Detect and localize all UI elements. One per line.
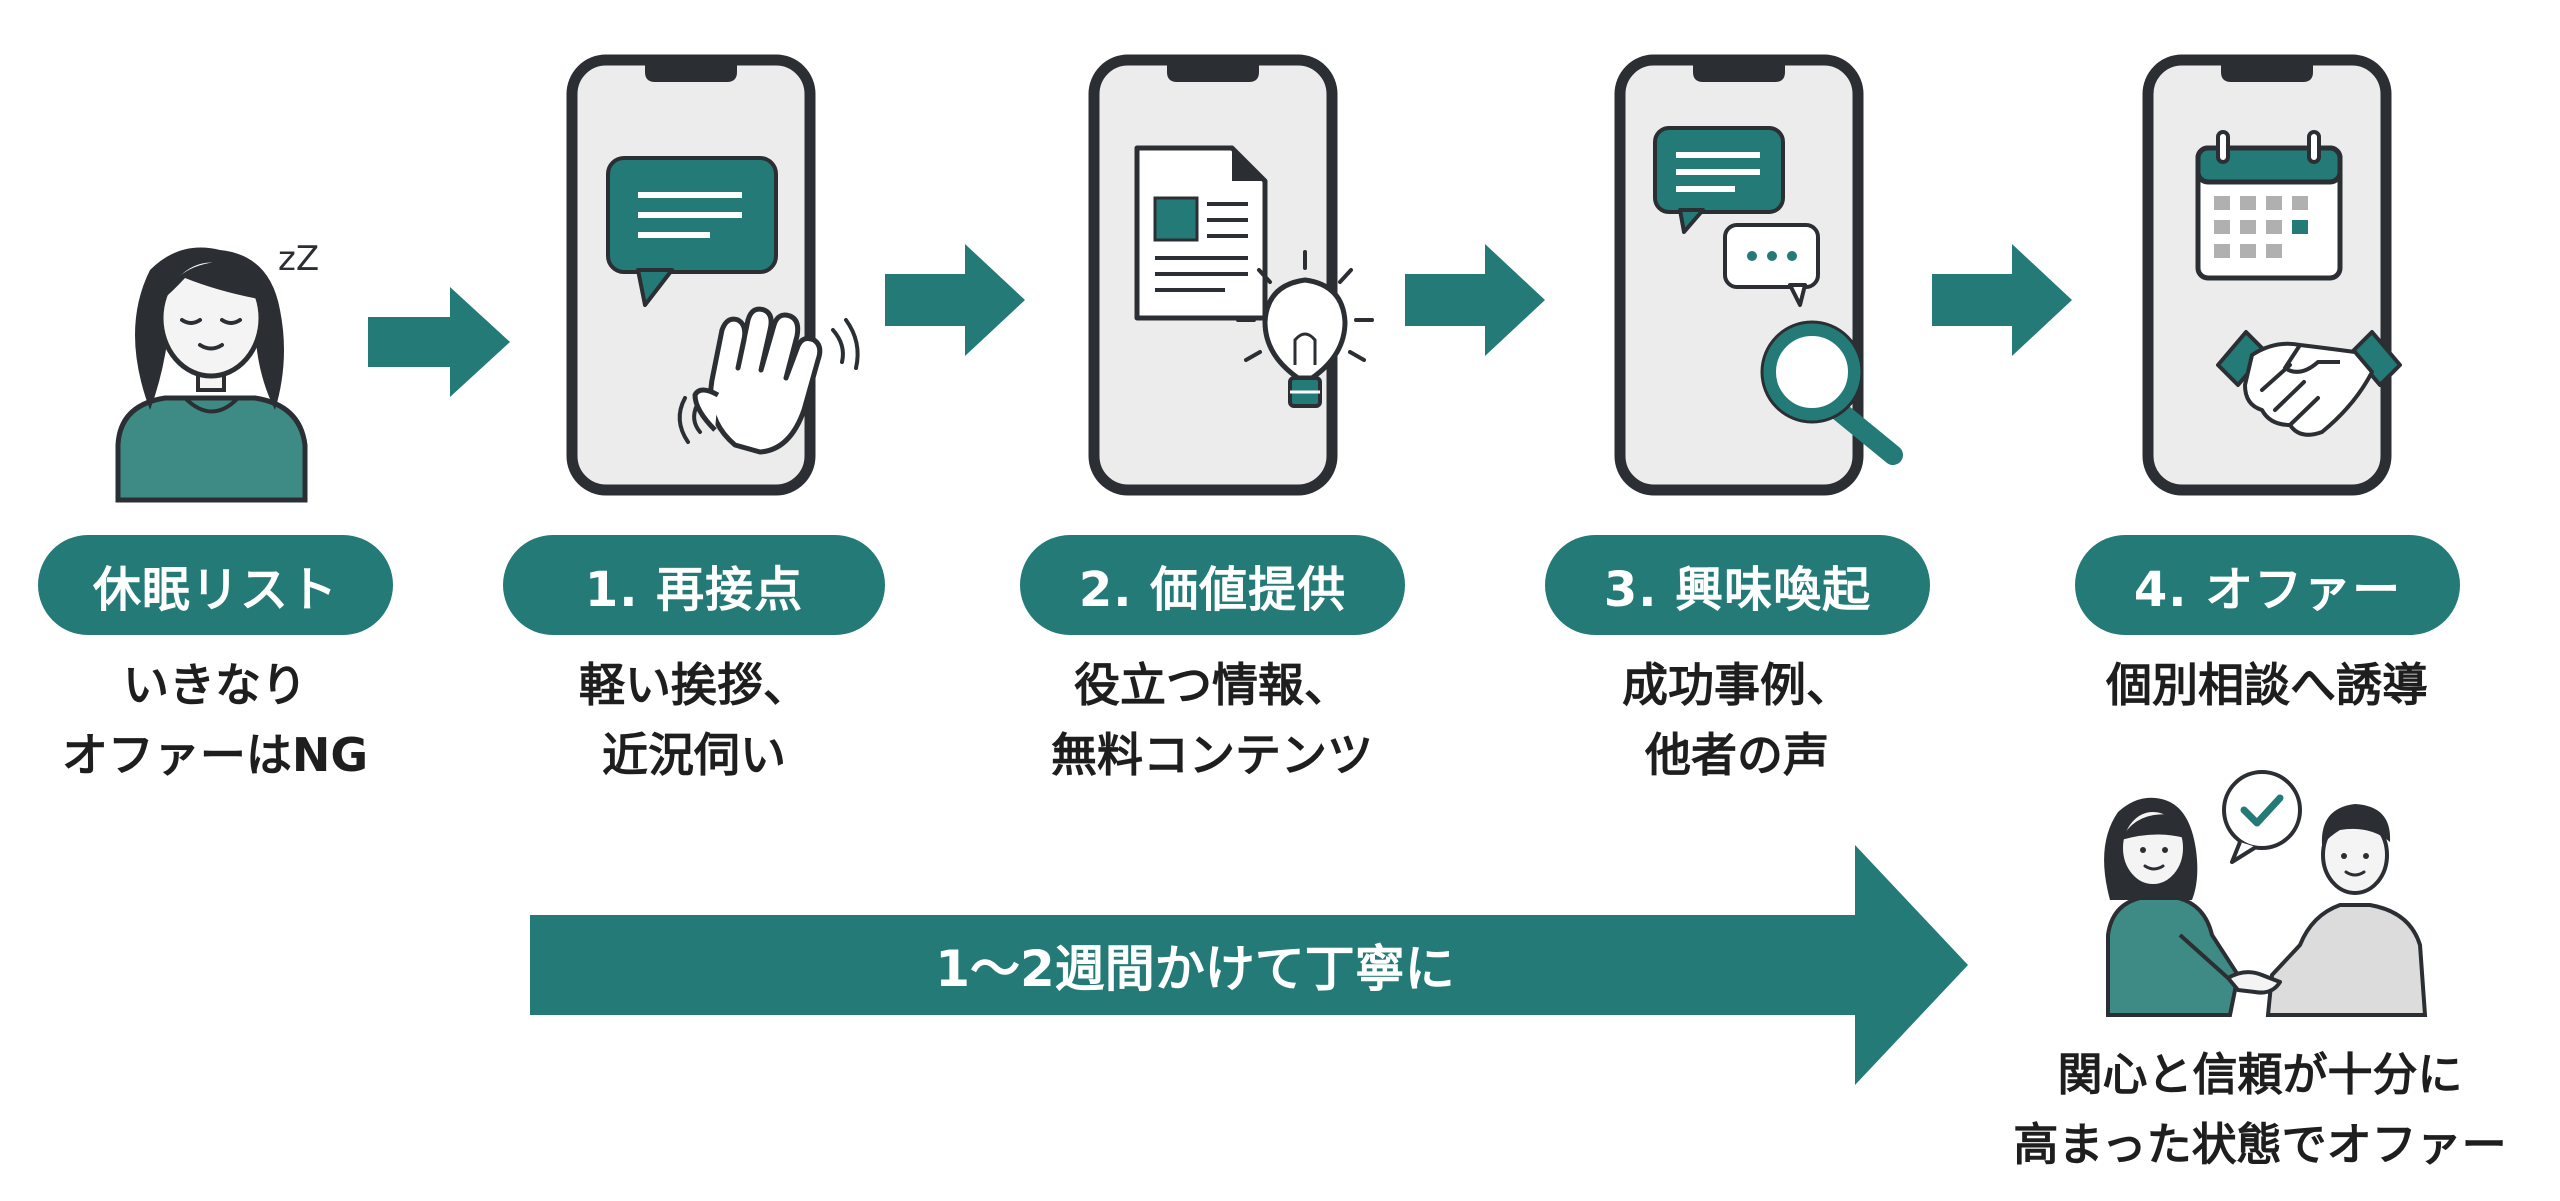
phone-icon-1	[566, 54, 860, 496]
sleep-z-small: zZ	[278, 239, 319, 279]
phone-icon-2	[1088, 54, 1374, 496]
check-bubble-icon	[2222, 770, 2302, 864]
people-handshake-icon	[2104, 770, 2428, 1017]
waving-hand-icon	[677, 306, 860, 455]
step-label-interest: 3. 興味喚起	[1545, 535, 1930, 635]
arrow-icon-3	[1405, 244, 1545, 356]
arrow-icon-2	[885, 244, 1025, 356]
desc-line: 軽い挨拶、	[579, 658, 809, 712]
calendar-icon	[2195, 130, 2343, 281]
phone-icon-4	[2142, 54, 2402, 496]
desc-line: 他者の声	[1645, 728, 1829, 782]
step-desc-reconnect: 軽い挨拶、 近況伺い	[494, 650, 894, 790]
lightbulb-icon	[1236, 250, 1374, 408]
desc-line: 成功事例、	[1622, 658, 1852, 712]
step-desc-value: 役立つ情報、 無料コンテンツ	[1012, 650, 1412, 790]
step-label-value: 2. 価値提供	[1020, 535, 1405, 635]
timeline-arrow	[530, 845, 1968, 1085]
chat-bubbles-icon	[1653, 126, 1820, 307]
step-label-dormant-list: 休眠リスト	[38, 535, 393, 635]
desc-line: 役立つ情報、	[1074, 658, 1350, 712]
step-desc-interest: 成功事例、 他者の声	[1537, 650, 1937, 790]
desc-line: オファーはNG	[61, 728, 369, 782]
step-label-offer: 4. オファー	[2075, 535, 2460, 635]
desc-line: 無料コンテンツ	[1051, 728, 1373, 782]
result-line: 関心と信頼が十分に	[2057, 1048, 2463, 1101]
step-desc-dormant-list: いきなり オファーはNG	[15, 650, 415, 790]
step-arrows	[368, 244, 2072, 397]
step-desc-offer: 個別相談へ誘導	[2067, 650, 2467, 720]
arrow-icon-4	[1932, 244, 2072, 356]
desc-line: 個別相談へ誘導	[2106, 658, 2428, 712]
desc-line: 近況伺い	[602, 728, 786, 782]
phone-icon-3	[1614, 54, 1903, 496]
result-text: 関心と信頼が十分に 高まった状態でオファー	[1980, 1040, 2540, 1180]
chat-bubble-icon	[606, 156, 778, 307]
result-line: 高まった状態でオファー	[2013, 1118, 2507, 1171]
handshake-icon	[2216, 330, 2402, 437]
sleeping-person-icon	[115, 247, 308, 503]
desc-line: いきなり	[123, 658, 307, 712]
timeline-label: 1〜2週間かけて丁寧に	[935, 940, 1455, 998]
arrow-icon-1	[368, 287, 510, 397]
document-icon	[1134, 145, 1268, 321]
step-label-reconnect: 1. 再接点	[503, 535, 885, 635]
magnifier-icon	[1760, 320, 1903, 465]
